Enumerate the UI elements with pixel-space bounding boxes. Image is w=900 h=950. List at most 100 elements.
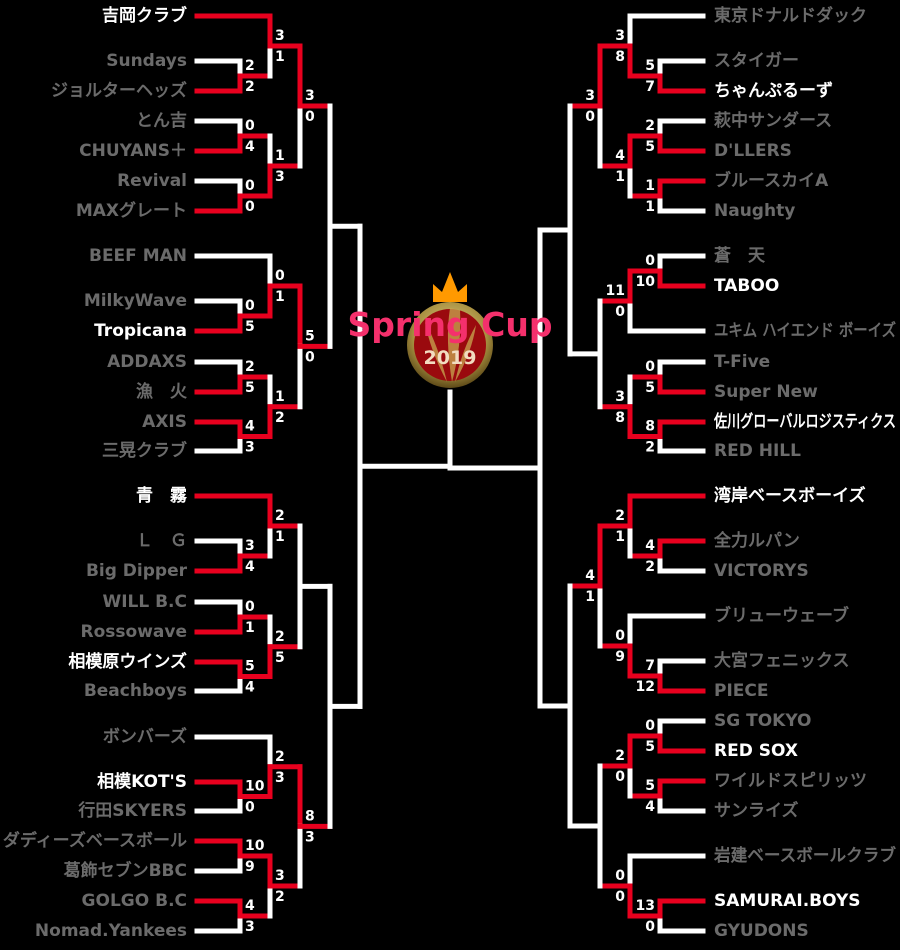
match-score: 3 [275,169,285,185]
match-score: 1 [585,589,595,605]
team-name: 行田SKYERS [77,800,187,821]
team-name: ジョルターヘッズ [51,80,187,101]
match-score: 10 [245,779,265,795]
team-name: T-Five [714,352,770,372]
match-score: 0 [245,199,255,215]
match-score: 2 [245,359,255,375]
team-name: RED SOX [714,741,798,761]
match-score: 13 [636,898,655,914]
match-score: 0 [585,109,595,125]
match-score: 4 [245,419,255,435]
match-score: 0 [245,118,255,134]
match-score: 10 [636,274,656,290]
logo-swoosh [425,308,476,382]
team-name: CHUYANS＋ [79,141,187,161]
match-score: 1 [275,148,285,164]
match-score: 3 [245,440,255,456]
match-score: 4 [245,139,255,155]
team-name: ボンバーズ [103,726,187,747]
team-name: とん吉 [136,111,187,131]
match-score: 2 [275,889,285,905]
match-score: 3 [245,538,255,554]
match-score: 4 [245,680,255,696]
match-score: 8 [645,419,655,435]
team-name: サンライズ [714,800,799,821]
match-score: 7 [645,79,655,95]
team-name: 漁 火 [136,381,188,402]
team-name: 湾岸ベースボーイズ [714,485,866,506]
team-name: GYUDONS [714,921,809,941]
match-score: 0 [245,178,255,194]
team-name: 東京ドナルドダック [714,5,867,26]
team-name: 全力ルパン [713,530,800,551]
crown-icon [433,272,467,302]
team-name: 大宮フェニックス [714,650,850,671]
team-name: 蒼 天 [714,245,766,266]
match-score: 0 [245,298,255,314]
match-score: 8 [615,49,625,65]
match-score: 0 [245,599,255,615]
match-score: 3 [275,868,285,884]
bracket-lines [194,13,706,934]
team-name: RED HILL [714,441,801,461]
match-score: 0 [615,868,625,884]
team-name: Nomad.Yankees [35,921,187,941]
match-score: 1 [275,289,285,305]
match-score: 4 [245,898,255,914]
match-score: 2 [275,749,285,765]
match-score: 3 [615,389,625,405]
match-score: 5 [645,739,655,755]
team-name: ブリューウェーブ [714,605,849,626]
match-score: 3 [305,829,315,845]
team-name: Big Dipper [86,561,188,581]
match-score: 1 [615,529,625,545]
match-score: 1 [275,389,285,405]
match-score: 2 [645,559,655,575]
match-score: 2 [615,748,625,764]
team-name: WILL B.C [102,592,187,612]
match-score: 4 [645,538,655,554]
team-name: 青 霧 [136,485,188,506]
match-score: 3 [615,28,625,44]
match-score: 9 [245,859,255,875]
match-score: 2 [615,508,625,524]
match-score: 8 [615,410,625,426]
team-name: MAXグレート [76,200,187,221]
team-name: Ｌ Ｇ [136,531,187,551]
team-name: Sundays [106,51,187,71]
match-score: 5 [645,58,655,74]
match-score: 0 [615,889,625,905]
team-name: D'LLERS [714,141,792,161]
match-score: 1 [275,49,285,65]
team-name: AXIS [142,412,187,432]
match-score: 4 [245,559,255,575]
match-score: 8 [305,808,315,824]
match-score: 5 [645,380,655,396]
team-name: 萩中サンダース [714,110,832,131]
spring-cup-logo: Spring Cup 2019 [348,272,552,388]
team-name: 吉岡クラブ [102,5,187,26]
match-score: 4 [645,799,655,815]
team-name: ワイルドスピリッツ [714,771,867,791]
match-score: 3 [305,88,315,104]
match-score: 0 [645,718,655,734]
match-score: 0 [645,359,655,375]
team-name: スタイガー [714,51,799,71]
match-score: 3 [585,88,595,104]
match-score: 0 [275,268,285,284]
match-score: 1 [645,199,655,215]
match-score: 1 [615,169,625,185]
team-name: GOLGO B.C [82,891,187,911]
team-name: Revival [117,171,187,191]
match-score: 0 [245,800,255,816]
match-score: 2 [645,118,655,134]
team-name: BEEF MAN [89,246,187,266]
match-score: 0 [305,349,315,365]
match-score: 0 [615,304,625,320]
match-score: 0 [645,919,655,935]
team-name: Super New [714,382,818,402]
team-name: 相模原ウインズ [68,651,187,672]
team-name: Tropicana [94,321,187,341]
match-score: 2 [245,58,255,74]
team-name: TABOO [714,276,779,296]
